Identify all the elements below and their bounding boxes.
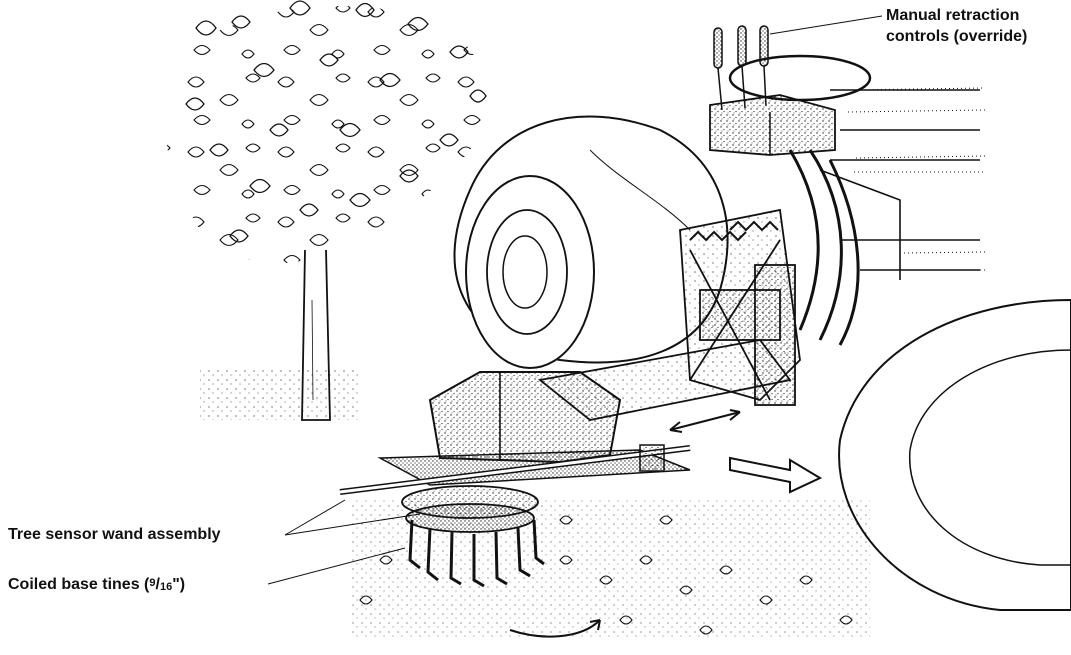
boom-travel-arrow: [670, 412, 740, 430]
leader-manual: [770, 16, 882, 34]
ground-speckle-left: [200, 370, 360, 420]
tines-suffix: "): [172, 576, 185, 593]
steering-wheel: [730, 56, 870, 100]
tree-sensor-wand-label: Tree sensor wand assembly: [8, 524, 221, 545]
tines-denominator: 16: [160, 581, 172, 593]
leader-wand-1: [285, 500, 345, 535]
tractor-body: [820, 90, 980, 280]
hydraulic-hoses: [790, 150, 858, 345]
manual-retraction-label: Manual retraction controls (override): [886, 5, 1027, 47]
manual-retraction-line2: controls (override): [886, 26, 1027, 47]
tree-canopy: [165, 6, 487, 263]
tractor-wheel: [839, 300, 1071, 610]
coiled-base-tines-label: Coiled base tines (9/16"): [8, 573, 185, 598]
travel-direction-arrow: [730, 458, 820, 492]
tractor-leader-dots: [845, 88, 985, 270]
tree: [165, 1, 487, 420]
ground-speckle-front: [350, 500, 870, 640]
manual-retraction-line1: Manual retraction: [886, 5, 1027, 26]
tines-prefix: Coiled base tines (: [8, 576, 149, 593]
hydraulic-box: [710, 95, 835, 155]
